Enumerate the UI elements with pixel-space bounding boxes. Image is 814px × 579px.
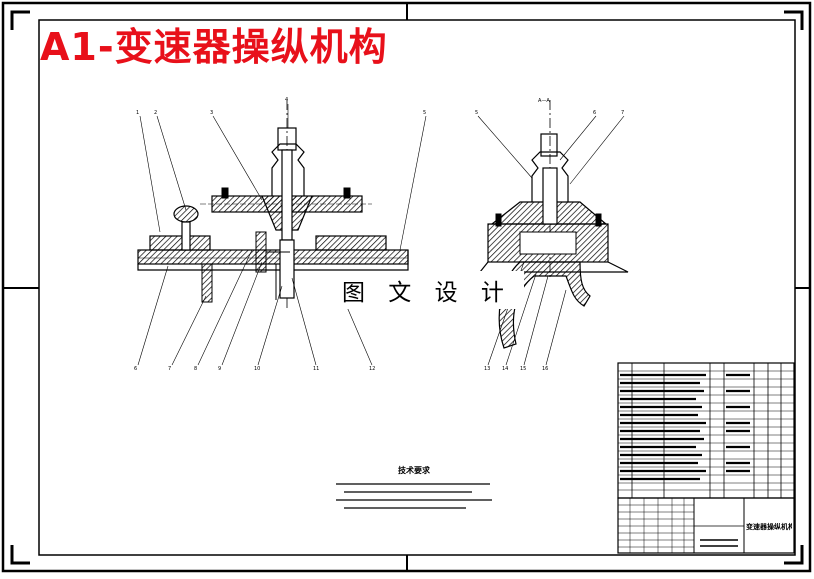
main-section-view	[137, 100, 409, 310]
callout-right: 15	[520, 366, 527, 372]
tech-requirements: 技术要求 1.装配前，零件应清洗干净，装配后各活动部件应灵活可靠。 2.各连接螺…	[334, 466, 494, 482]
section-label: A—A	[538, 98, 550, 104]
drawing-title: A1-变速器操纵机构	[40, 25, 388, 69]
tech-requirement-2: 2.各连接螺栓应按规定力矩拧紧，装配后不得有松动现象。	[334, 479, 386, 481]
callout-left: 2	[154, 110, 158, 116]
title-block-name: 变速器操纵机构	[746, 523, 792, 531]
callout-right: 6	[593, 110, 597, 116]
tech-requirement-lines	[336, 483, 492, 509]
callout-left: 1	[136, 110, 140, 116]
tech-requirements-heading: 技术要求	[398, 466, 430, 475]
leader-lines-left	[137, 104, 427, 366]
callout-left: 5	[423, 110, 427, 116]
callout-left: 3	[210, 110, 214, 116]
callout-right: 14	[502, 366, 509, 372]
callout-left: 9	[218, 366, 222, 372]
callout-left: 4	[285, 97, 289, 103]
callout-right: 16	[542, 366, 549, 372]
title-block	[617, 497, 795, 554]
callout-left: 10	[254, 366, 261, 372]
callout-left: 12	[369, 366, 376, 372]
section-a-a-view	[478, 100, 629, 349]
watermark-text: 图 文 设 计	[330, 271, 524, 309]
callout-left: 6	[134, 366, 138, 372]
callout-left: 7	[168, 366, 172, 372]
parts-list-table	[617, 362, 795, 499]
callout-right: 7	[621, 110, 625, 116]
callout-right: 5	[475, 110, 479, 116]
tech-requirement-1: 1.装配前，零件应清洗干净，装配后各活动部件应灵活可靠。	[334, 476, 388, 478]
callout-left: 8	[194, 366, 198, 372]
callout-left: 11	[313, 366, 320, 372]
callout-right: 13	[484, 366, 491, 372]
